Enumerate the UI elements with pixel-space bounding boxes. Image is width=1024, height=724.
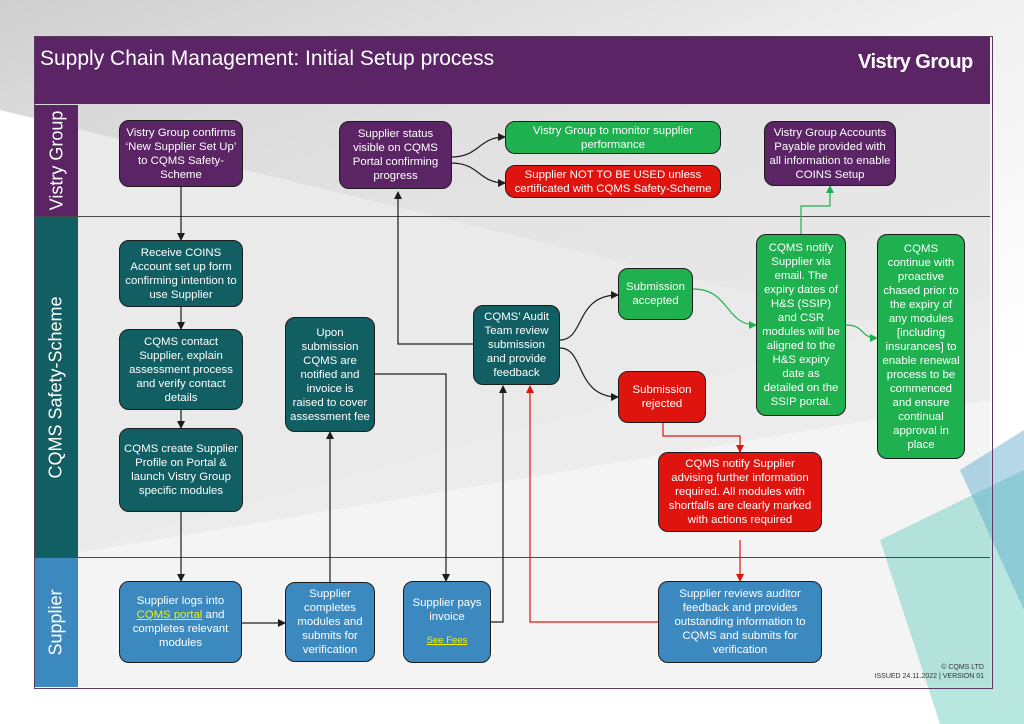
vistry-logo: Vistry Group — [858, 51, 973, 73]
arrow — [491, 385, 507, 623]
cqms-portal-link[interactable]: CQMS portal — [136, 609, 203, 621]
step-supplier-completes: Supplier completes modules and submits f… — [285, 582, 375, 662]
step-vistry-confirms: Vistry Group confirms ‘New Supplier Set … — [119, 120, 243, 187]
header-bar — [35, 37, 990, 104]
see-fees-link[interactable]: See Fees — [426, 635, 468, 646]
lane-label-cqms: CQMS Safety-Scheme — [35, 217, 78, 557]
step-text: Vistry Group Accounts Payable provided w… — [769, 126, 891, 181]
step-text: Supplier reviews auditor feedback and pr… — [674, 588, 806, 656]
arrow — [375, 373, 450, 582]
arrow — [526, 385, 658, 623]
step-text: Vistry Group to monitor supplier perform… — [533, 124, 693, 151]
step-notify-further-info: CQMS notify Supplier advising further in… — [658, 452, 822, 532]
step-monitor-performance: Vistry Group to monitor supplier perform… — [505, 121, 721, 154]
arrow — [662, 423, 744, 453]
logs-text-post: and completes relevant modules — [132, 609, 229, 649]
arrow — [692, 288, 757, 329]
step-text: CQMS create Supplier Profile on Portal &… — [124, 443, 238, 497]
step-text: Submission rejected — [632, 384, 692, 410]
step-contact-supplier: CQMS contact Supplier, explain assessmen… — [119, 329, 243, 410]
copyright-text: © CQMS LTD — [941, 664, 984, 671]
step-text: CQMS contact Supplier, explain assessmen… — [129, 335, 233, 404]
step-text: Supplier NOT TO BE USED unless certifica… — [514, 168, 712, 195]
step-submission-accepted: Submission accepted — [618, 268, 693, 320]
lane-divider — [35, 216, 990, 217]
step-notify-email: CQMS notify Supplier via email. The expi… — [756, 234, 846, 416]
step-text: CQMS continue with proactive chased prio… — [882, 242, 960, 451]
step-text: Supplier status visible on CQMS Portal c… — [352, 128, 439, 182]
lane-label-vistry: Vistry Group — [35, 105, 78, 216]
arrow — [800, 185, 834, 234]
step-text: CQMS notify Supplier advising further in… — [668, 458, 812, 526]
step-text: Vistry Group confirms ‘New Supplier Set … — [125, 126, 237, 181]
step-text: Supplier completes modules and submits f… — [297, 588, 363, 656]
step-continue-proactive: CQMS continue with proactive chased prio… — [877, 234, 965, 459]
arrow — [450, 162, 506, 187]
step-receive-coins: Receive COINS Account set up form confir… — [119, 240, 243, 307]
step-text: CQMS notify Supplier via email. The expi… — [762, 242, 840, 408]
step-submission-rejected: Submission rejected — [618, 371, 706, 423]
step-audit-team-review: CQMS’ Audit Team review submission and p… — [473, 305, 560, 385]
step-text: Receive COINS Account set up form confir… — [125, 246, 237, 301]
arrow — [559, 291, 619, 341]
step-not-to-be-used: Supplier NOT TO BE USED unless certifica… — [505, 165, 721, 198]
page-title: Supply Chain Management: Initial Setup p… — [40, 47, 495, 70]
lane-label-supplier: Supplier — [35, 558, 78, 687]
step-accounts-payable: Vistry Group Accounts Payable provided w… — [764, 121, 896, 186]
step-text: Submission accepted — [626, 281, 685, 307]
logs-text-pre: Supplier logs into — [136, 595, 225, 607]
step-create-profile: CQMS create Supplier Profile on Portal &… — [119, 428, 243, 512]
arrow — [394, 191, 473, 345]
lane-divider — [35, 557, 990, 558]
step-status-visible: Supplier status visible on CQMS Portal c… — [339, 121, 452, 189]
step-supplier-pays: Supplier pays invoice See Fees — [403, 581, 491, 663]
step-supplier-logs-in: Supplier logs into CQMS portal and compl… — [119, 581, 242, 663]
arrow — [845, 324, 878, 342]
step-text: Supplier logs into CQMS portal and compl… — [124, 594, 237, 650]
step-text: CQMS’ Audit Team review submission and p… — [484, 311, 549, 379]
step-supplier-reviews: Supplier reviews auditor feedback and pr… — [658, 581, 822, 663]
step-text: Upon submission CQMS are notified and in… — [290, 326, 370, 423]
diagram-frame — [34, 36, 993, 689]
issued-text: ISSUED 24.11.2022 | VERSION 01 — [874, 673, 984, 680]
arrow — [450, 133, 506, 158]
step-upon-submission: Upon submission CQMS are notified and in… — [285, 317, 375, 432]
arrow — [559, 347, 619, 401]
step-text: Supplier pays invoice — [412, 597, 482, 623]
